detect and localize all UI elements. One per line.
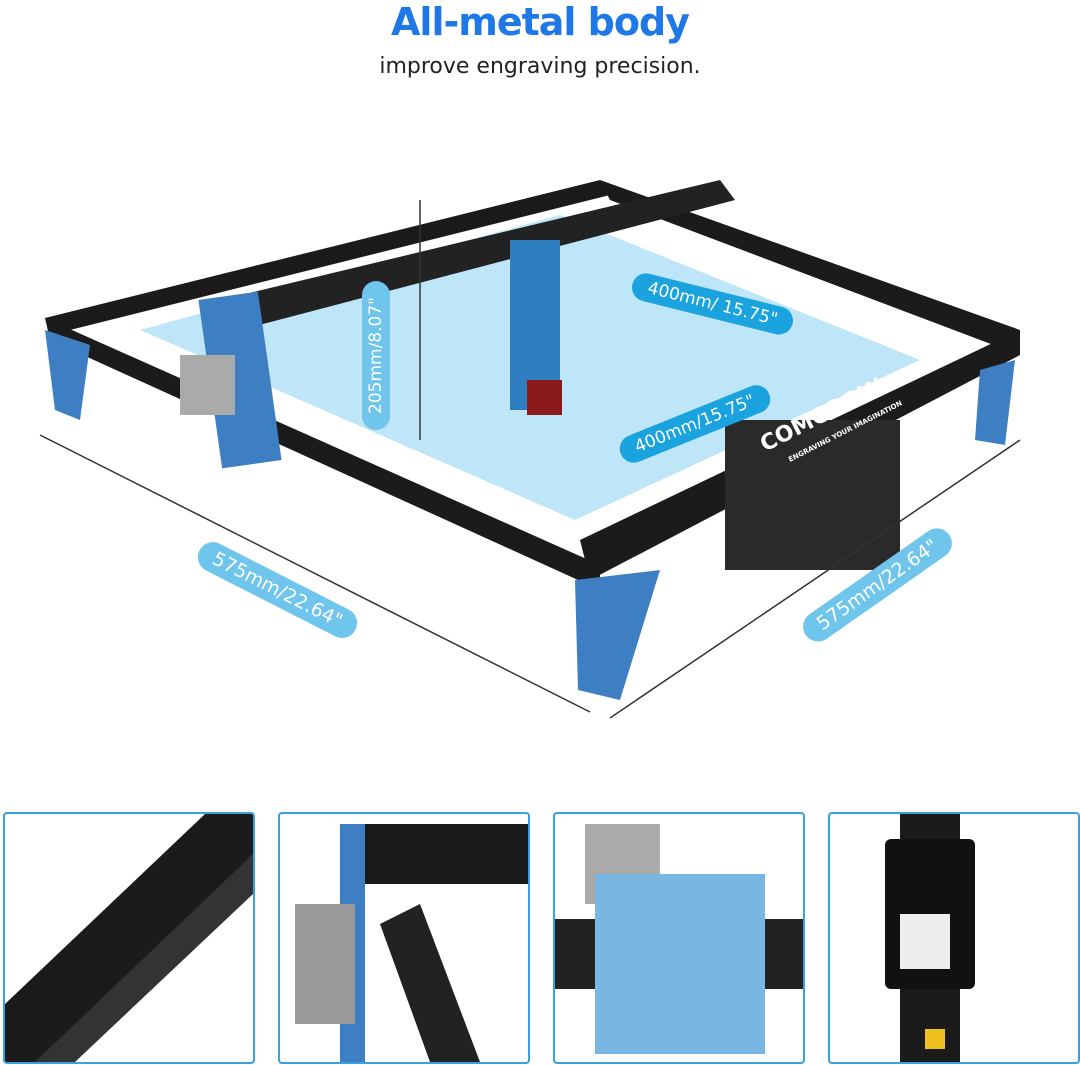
leg-front-left <box>45 330 90 420</box>
thumbnail-ruler-rail <box>3 812 255 1064</box>
control-box <box>725 420 900 570</box>
leg-right <box>975 360 1015 445</box>
thumbnail-laser-carriage <box>553 812 805 1064</box>
frame-right-rail <box>600 180 1020 355</box>
stepper-motor-graphic <box>295 824 528 1062</box>
laser-carriage-graphic <box>555 824 803 1054</box>
ruler-rail-graphic <box>5 814 253 1062</box>
dimension-line-right <box>609 439 1021 719</box>
leg-front <box>575 570 660 700</box>
laser-engraver-illustration: COMGROW ENGRAVING YOUR IMAGINATION <box>39 180 1021 719</box>
laser-head-tip <box>527 380 562 415</box>
frame-back-rail <box>45 180 610 335</box>
dimension-line-left <box>39 434 591 713</box>
stepper-motor <box>180 355 235 415</box>
headline: All-metal body <box>391 0 690 44</box>
x-gantry <box>220 180 735 330</box>
y-motor-bracket <box>198 291 282 469</box>
height-label: 205mm/8.07" <box>362 281 390 430</box>
limit-switch-graphic <box>885 814 975 1062</box>
thumbnail-stepper-motor <box>278 812 530 1064</box>
thumbnail-limit-switch <box>828 812 1080 1064</box>
subheadline: improve engraving precision. <box>379 54 701 79</box>
